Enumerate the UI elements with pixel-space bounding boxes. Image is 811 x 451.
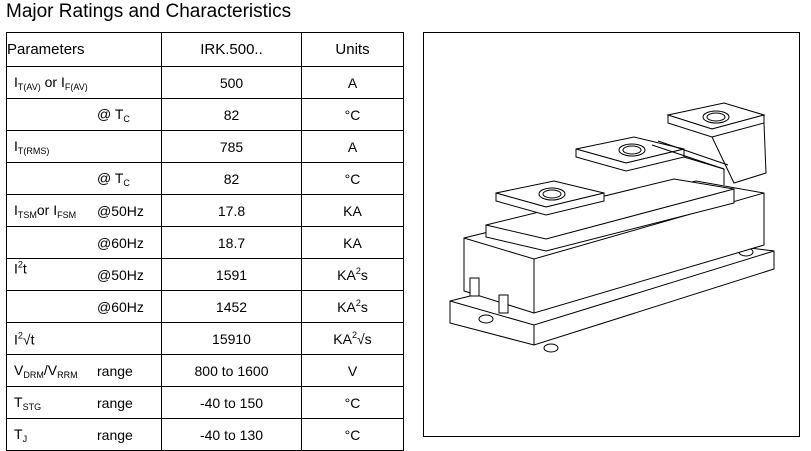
value-cell: 785: [161, 130, 302, 163]
table-row: I2t @50Hz 1591 KA2s: [6, 258, 404, 291]
value-cell: 82: [161, 98, 302, 131]
param-condition: @60Hz: [97, 234, 144, 251]
table-row: IT(AV) or IF(AV) 500 A: [6, 66, 404, 99]
table-row: IT(RMS) 785 A: [6, 130, 404, 163]
table-row: @60Hz 1452 KA2s: [6, 290, 404, 323]
unit-cell: KA: [301, 226, 404, 259]
param-cell: @60Hz: [6, 290, 162, 323]
table-header-row: Parameters IRK.500.. Units: [6, 32, 404, 67]
value-cell: 18.7: [161, 226, 302, 259]
param-condition: @50Hz: [97, 202, 144, 219]
param-symbol: IT(RMS): [14, 137, 50, 156]
value-cell: -40 to 150: [161, 386, 302, 419]
unit-cell: °C: [301, 162, 404, 195]
unit-cell: KA: [301, 194, 404, 227]
header-parameters: Parameters: [6, 32, 162, 67]
unit-cell: °C: [301, 98, 404, 131]
table-row: @ TC 82 °C: [6, 98, 404, 131]
param-symbol: VDRM/VRRM: [14, 361, 78, 380]
param-condition: range: [97, 394, 133, 411]
param-symbol: TJ: [14, 425, 28, 444]
table-row: ITSMor IFSM @50Hz 17.8 KA: [6, 194, 404, 227]
param-cell: I2t @50Hz: [6, 258, 162, 291]
param-symbol: IT(AV) or IF(AV): [14, 73, 88, 92]
table-row: I2√t 15910 KA2√s: [6, 322, 404, 355]
param-condition: @ TC: [97, 105, 130, 124]
param-cell: TSTG range: [6, 386, 162, 419]
param-symbol: I2t: [14, 259, 27, 277]
param-condition: @ TC: [97, 169, 130, 188]
param-cell: IT(RMS): [6, 130, 162, 163]
value-cell: 1452: [161, 290, 302, 323]
param-cell: @ TC: [6, 98, 162, 131]
value-cell: 500: [161, 66, 302, 99]
unit-cell: KA2s: [301, 290, 404, 323]
value-cell: 800 to 1600: [161, 354, 302, 387]
value-cell: 15910: [161, 322, 302, 355]
unit-cell: V: [301, 354, 404, 387]
value-cell: 17.8: [161, 194, 302, 227]
table-row: @ TC 82 °C: [6, 162, 404, 195]
unit-cell: A: [301, 66, 404, 99]
table-row: TSTG range -40 to 150 °C: [6, 386, 404, 419]
header-value: IRK.500..: [161, 32, 302, 67]
unit-cell: °C: [301, 386, 404, 419]
param-condition: range: [97, 362, 133, 379]
module-outline-drawing: [449, 102, 775, 353]
param-cell: IT(AV) or IF(AV): [6, 66, 162, 99]
ratings-table: Parameters IRK.500.. Units IT(AV) or IF(…: [6, 32, 404, 451]
unit-cell: KA2√s: [301, 322, 404, 355]
param-condition: @50Hz: [97, 266, 144, 283]
param-symbol: TSTG: [14, 393, 42, 412]
unit-cell: KA2s: [301, 258, 404, 291]
header-units: Units: [301, 32, 404, 67]
param-cell: VDRM/VRRM range: [6, 354, 162, 387]
param-cell: ITSMor IFSM @50Hz: [6, 194, 162, 227]
value-cell: 82: [161, 162, 302, 195]
param-condition: range: [97, 426, 133, 443]
unit-cell: A: [301, 130, 404, 163]
module-drawing-frame: [423, 32, 800, 437]
value-cell: 1591: [161, 258, 302, 291]
table-row: @60Hz 18.7 KA: [6, 226, 404, 259]
param-cell: @ TC: [6, 162, 162, 195]
param-symbol: ITSMor IFSM: [14, 201, 77, 220]
table-row: VDRM/VRRM range 800 to 1600 V: [6, 354, 404, 387]
param-cell: I2√t: [6, 322, 162, 355]
param-symbol: I2√t: [14, 330, 35, 347]
page-title: Major Ratings and Characteristics: [6, 1, 292, 22]
param-condition: @60Hz: [97, 298, 144, 315]
param-cell: @60Hz: [6, 226, 162, 259]
